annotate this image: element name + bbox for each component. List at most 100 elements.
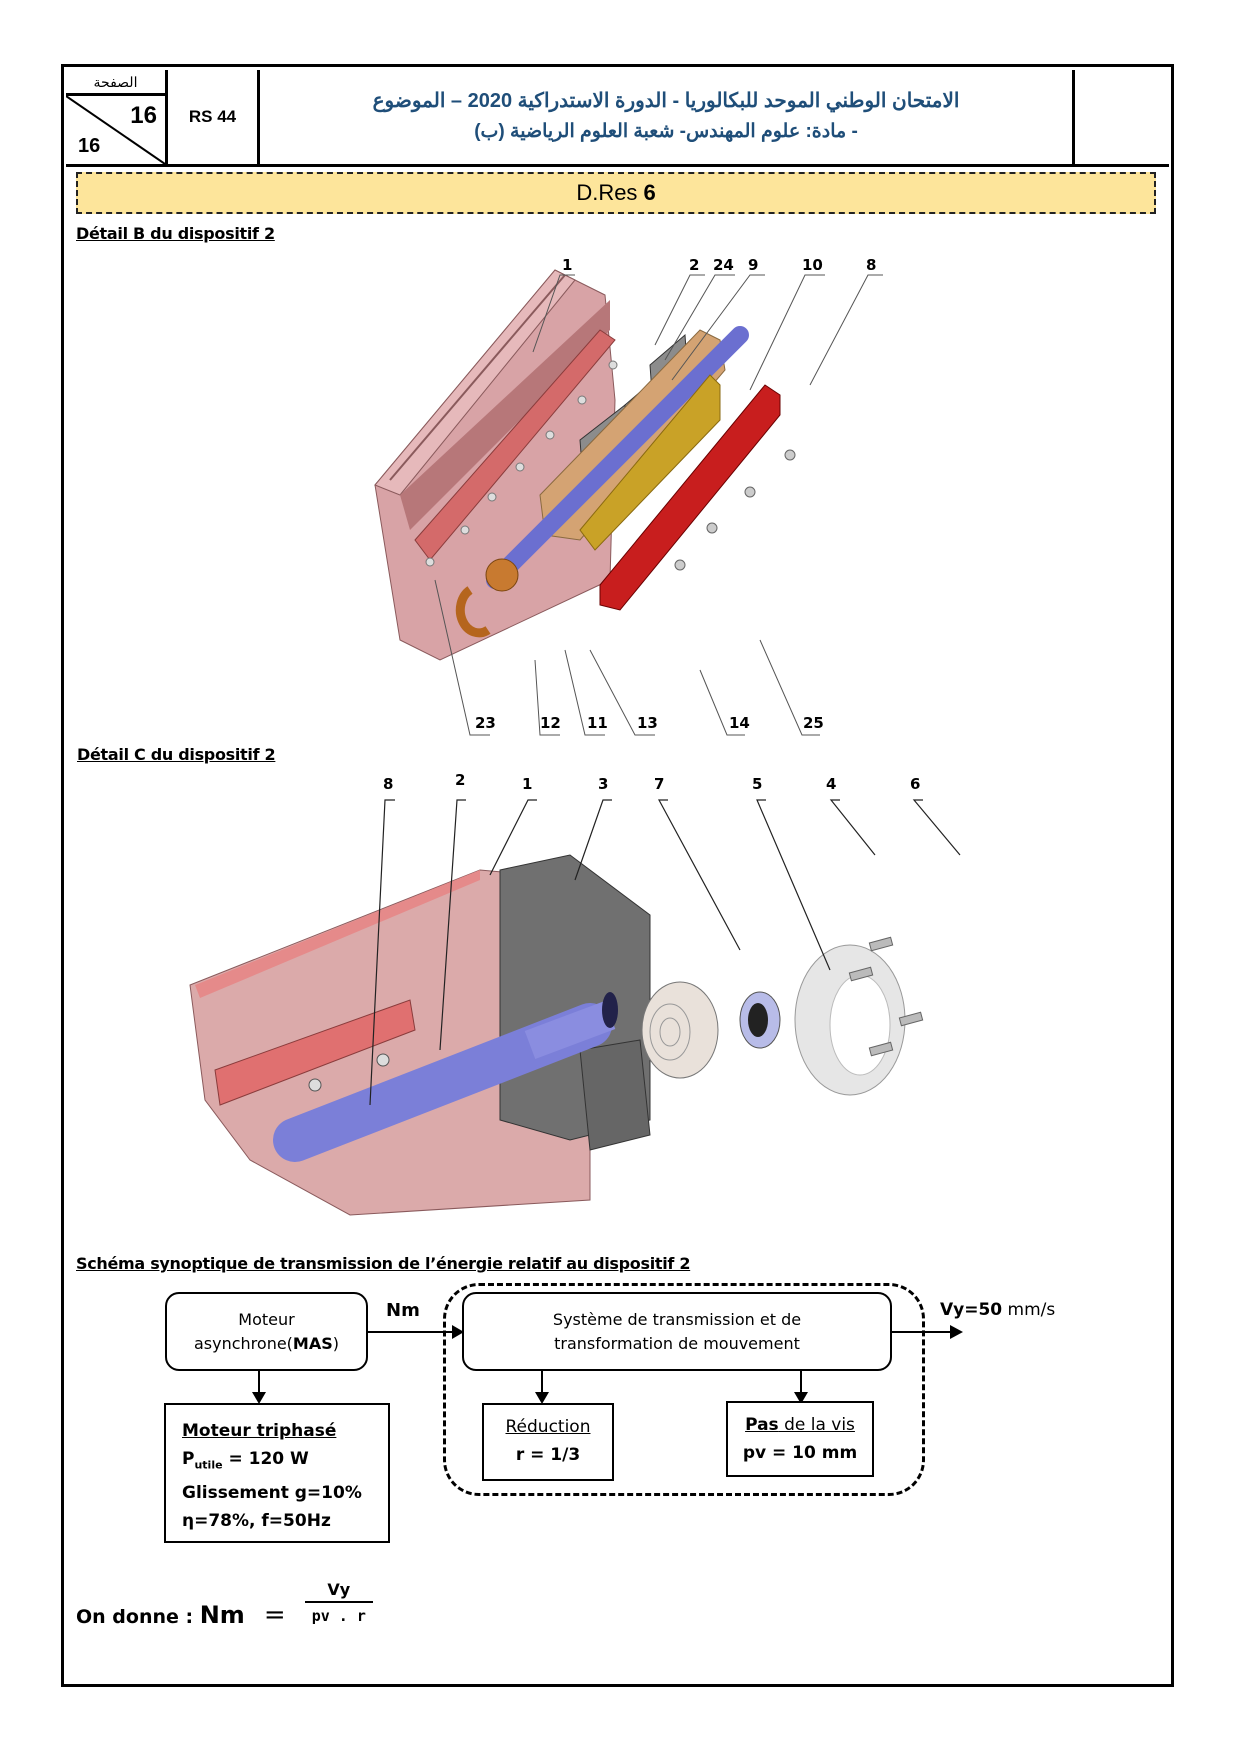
- output-arrowhead-icon: [950, 1325, 963, 1339]
- power-value: = 120 W: [222, 1449, 309, 1469]
- lead-screw-part-8: [273, 992, 618, 1162]
- transmission-system-boundary: [443, 1283, 925, 1496]
- page-fraction: 16 16: [66, 96, 165, 164]
- motor-box-line2: asynchrone(MAS): [167, 1332, 366, 1356]
- empty-header-cell: [1075, 70, 1169, 164]
- clamp-part-11: [485, 558, 519, 592]
- locknut-part-5: [739, 991, 781, 1049]
- document-banner: D.Res 6: [76, 172, 1156, 214]
- screws-part-25: [674, 449, 796, 571]
- callout-c-3: 3: [598, 775, 609, 793]
- callout-c-8: 8: [383, 775, 394, 793]
- screw-pitch-value: pv = 10 mm: [742, 1443, 858, 1463]
- formula-prefix: On donne :: [76, 1606, 200, 1628]
- motor-box-line1: Moteur: [238, 1310, 295, 1329]
- motor-box: Moteur asynchrone(MAS): [165, 1292, 368, 1371]
- transmission-box-line2: transformation de mouvement: [554, 1334, 800, 1353]
- motor-specs-arrowhead-icon: [252, 1392, 266, 1404]
- detail-c-exploded-view: [189, 854, 924, 1216]
- reduction-box: Réduction r = 1/3: [482, 1403, 614, 1481]
- motor-specs-arrow: [258, 1371, 260, 1395]
- end-cap-part-4: [794, 944, 906, 1096]
- callout-b-2: 2: [689, 256, 700, 274]
- screw-pitch-title: Pas de la vis: [728, 1411, 872, 1439]
- rail-part-2: [414, 329, 616, 561]
- callout-c-1: 1: [522, 775, 533, 793]
- transmission-box: Système de transmission et de transforma…: [462, 1292, 892, 1371]
- formula-denominator: pv . r: [311, 1607, 366, 1625]
- rail-part-2: [214, 999, 416, 1106]
- motor-specs-box: Moteur triphasé Putile = 120 W Glissemen…: [164, 1403, 390, 1543]
- banner-prefix: D.Res: [576, 180, 638, 205]
- nm-label: Nm: [386, 1300, 420, 1321]
- page-number-cell: الصفحة 16 16: [66, 70, 168, 164]
- callout-b-12: 12: [540, 714, 561, 732]
- callout-c-7: 7: [654, 775, 665, 793]
- formula-lhs: Nm: [199, 1601, 245, 1629]
- pitch-title-rest: de la vis: [778, 1415, 855, 1435]
- banner-number: 6: [643, 180, 656, 205]
- power-symbol: P: [182, 1449, 195, 1469]
- motor-slip: Glissement g=10%: [182, 1483, 362, 1504]
- output-speed-value: Vy=50: [940, 1300, 1003, 1320]
- pitch-title-bold: Pas: [745, 1415, 779, 1435]
- screw-pitch-box: Pas de la vis pv = 10 mm: [726, 1401, 874, 1477]
- pitch-arrow: [800, 1371, 802, 1395]
- detail-c-title: Détail C du dispositif 2: [77, 745, 276, 764]
- detail-b-exploded-view: [374, 269, 796, 661]
- motor-specs-title: Moteur triphasé: [182, 1421, 337, 1441]
- bearing-housing-part-3: [499, 854, 651, 1151]
- page-frame: [61, 64, 1174, 1687]
- formula-fraction: Vy pv . r: [304, 1580, 373, 1625]
- reduction-arrowhead-icon: [535, 1392, 549, 1404]
- callout-c-5: 5: [752, 775, 763, 793]
- callout-b-23: 23: [475, 714, 496, 732]
- motor-type-prefix: asynchrone(: [193, 1334, 293, 1353]
- screws-part-6: [848, 936, 924, 1057]
- callout-b-8: 8: [866, 256, 877, 274]
- callout-b-1: 1: [562, 256, 573, 274]
- guide-plate: [579, 374, 721, 551]
- callout-b-24: 24: [713, 256, 734, 274]
- motor-type-abbrev: MAS: [292, 1334, 333, 1353]
- diagonal-divider: [66, 96, 165, 164]
- detail-b-title: Détail B du dispositif 2: [76, 224, 275, 243]
- callout-b-25: 25: [803, 714, 824, 732]
- callout-c-2: 2: [455, 771, 466, 789]
- exam-title-line2: - مادة: علوم المهندس- شعبة العلوم الرياض…: [474, 121, 858, 142]
- output-speed-label: Vy=50 mm/s: [940, 1300, 1055, 1320]
- reduction-arrow: [541, 1371, 543, 1395]
- page-current: 16: [130, 102, 157, 129]
- callout-b-13: 13: [637, 714, 658, 732]
- given-formula: On donne : Nm = Vy pv . r: [76, 1580, 373, 1630]
- nm-arrowhead-icon: [452, 1325, 464, 1339]
- formula-equals: =: [263, 1600, 286, 1630]
- bearing-part-7: [641, 981, 719, 1079]
- output-speed-unit: mm/s: [1002, 1300, 1056, 1320]
- callout-b-10: 10: [802, 256, 823, 274]
- transmission-box-line1: Système de transmission et de: [552, 1310, 802, 1329]
- screws-part-24: [425, 360, 618, 567]
- synoptic-title: Schéma synoptique de transmission de l’é…: [76, 1254, 691, 1273]
- page-label: الصفحة: [66, 70, 165, 96]
- power-subscript: utile: [194, 1458, 223, 1472]
- exam-title-line1: الامتحان الوطني الموحد للبكالوريا - الدو…: [372, 90, 960, 112]
- callout-b-11: 11: [587, 714, 608, 732]
- motor-type-suffix: ): [332, 1334, 339, 1353]
- motor-power: Putile = 120 W: [182, 1445, 388, 1479]
- page-total: 16: [78, 135, 101, 157]
- nm-arrow: [368, 1331, 456, 1333]
- callout-c-6: 6: [910, 775, 921, 793]
- exam-title: الامتحان الوطني الموحد للبكالوريا - الدو…: [260, 70, 1075, 164]
- exam-header: الصفحة 16 16 RS 44 الامتحان الوطني الموح…: [66, 70, 1169, 167]
- exam-code: RS 44: [168, 70, 260, 164]
- callout-c-4: 4: [826, 775, 837, 793]
- reduction-title: Réduction: [505, 1417, 591, 1437]
- pitch-arrowhead-icon: [794, 1392, 808, 1404]
- reduction-value: r = 1/3: [515, 1445, 581, 1465]
- formula-numerator: Vy: [304, 1580, 373, 1603]
- motor-efficiency-frequency: η=78%, f=50Hz: [182, 1511, 331, 1532]
- callout-b-14: 14: [729, 714, 750, 732]
- callout-b-9: 9: [748, 256, 759, 274]
- output-arrow: [892, 1331, 952, 1333]
